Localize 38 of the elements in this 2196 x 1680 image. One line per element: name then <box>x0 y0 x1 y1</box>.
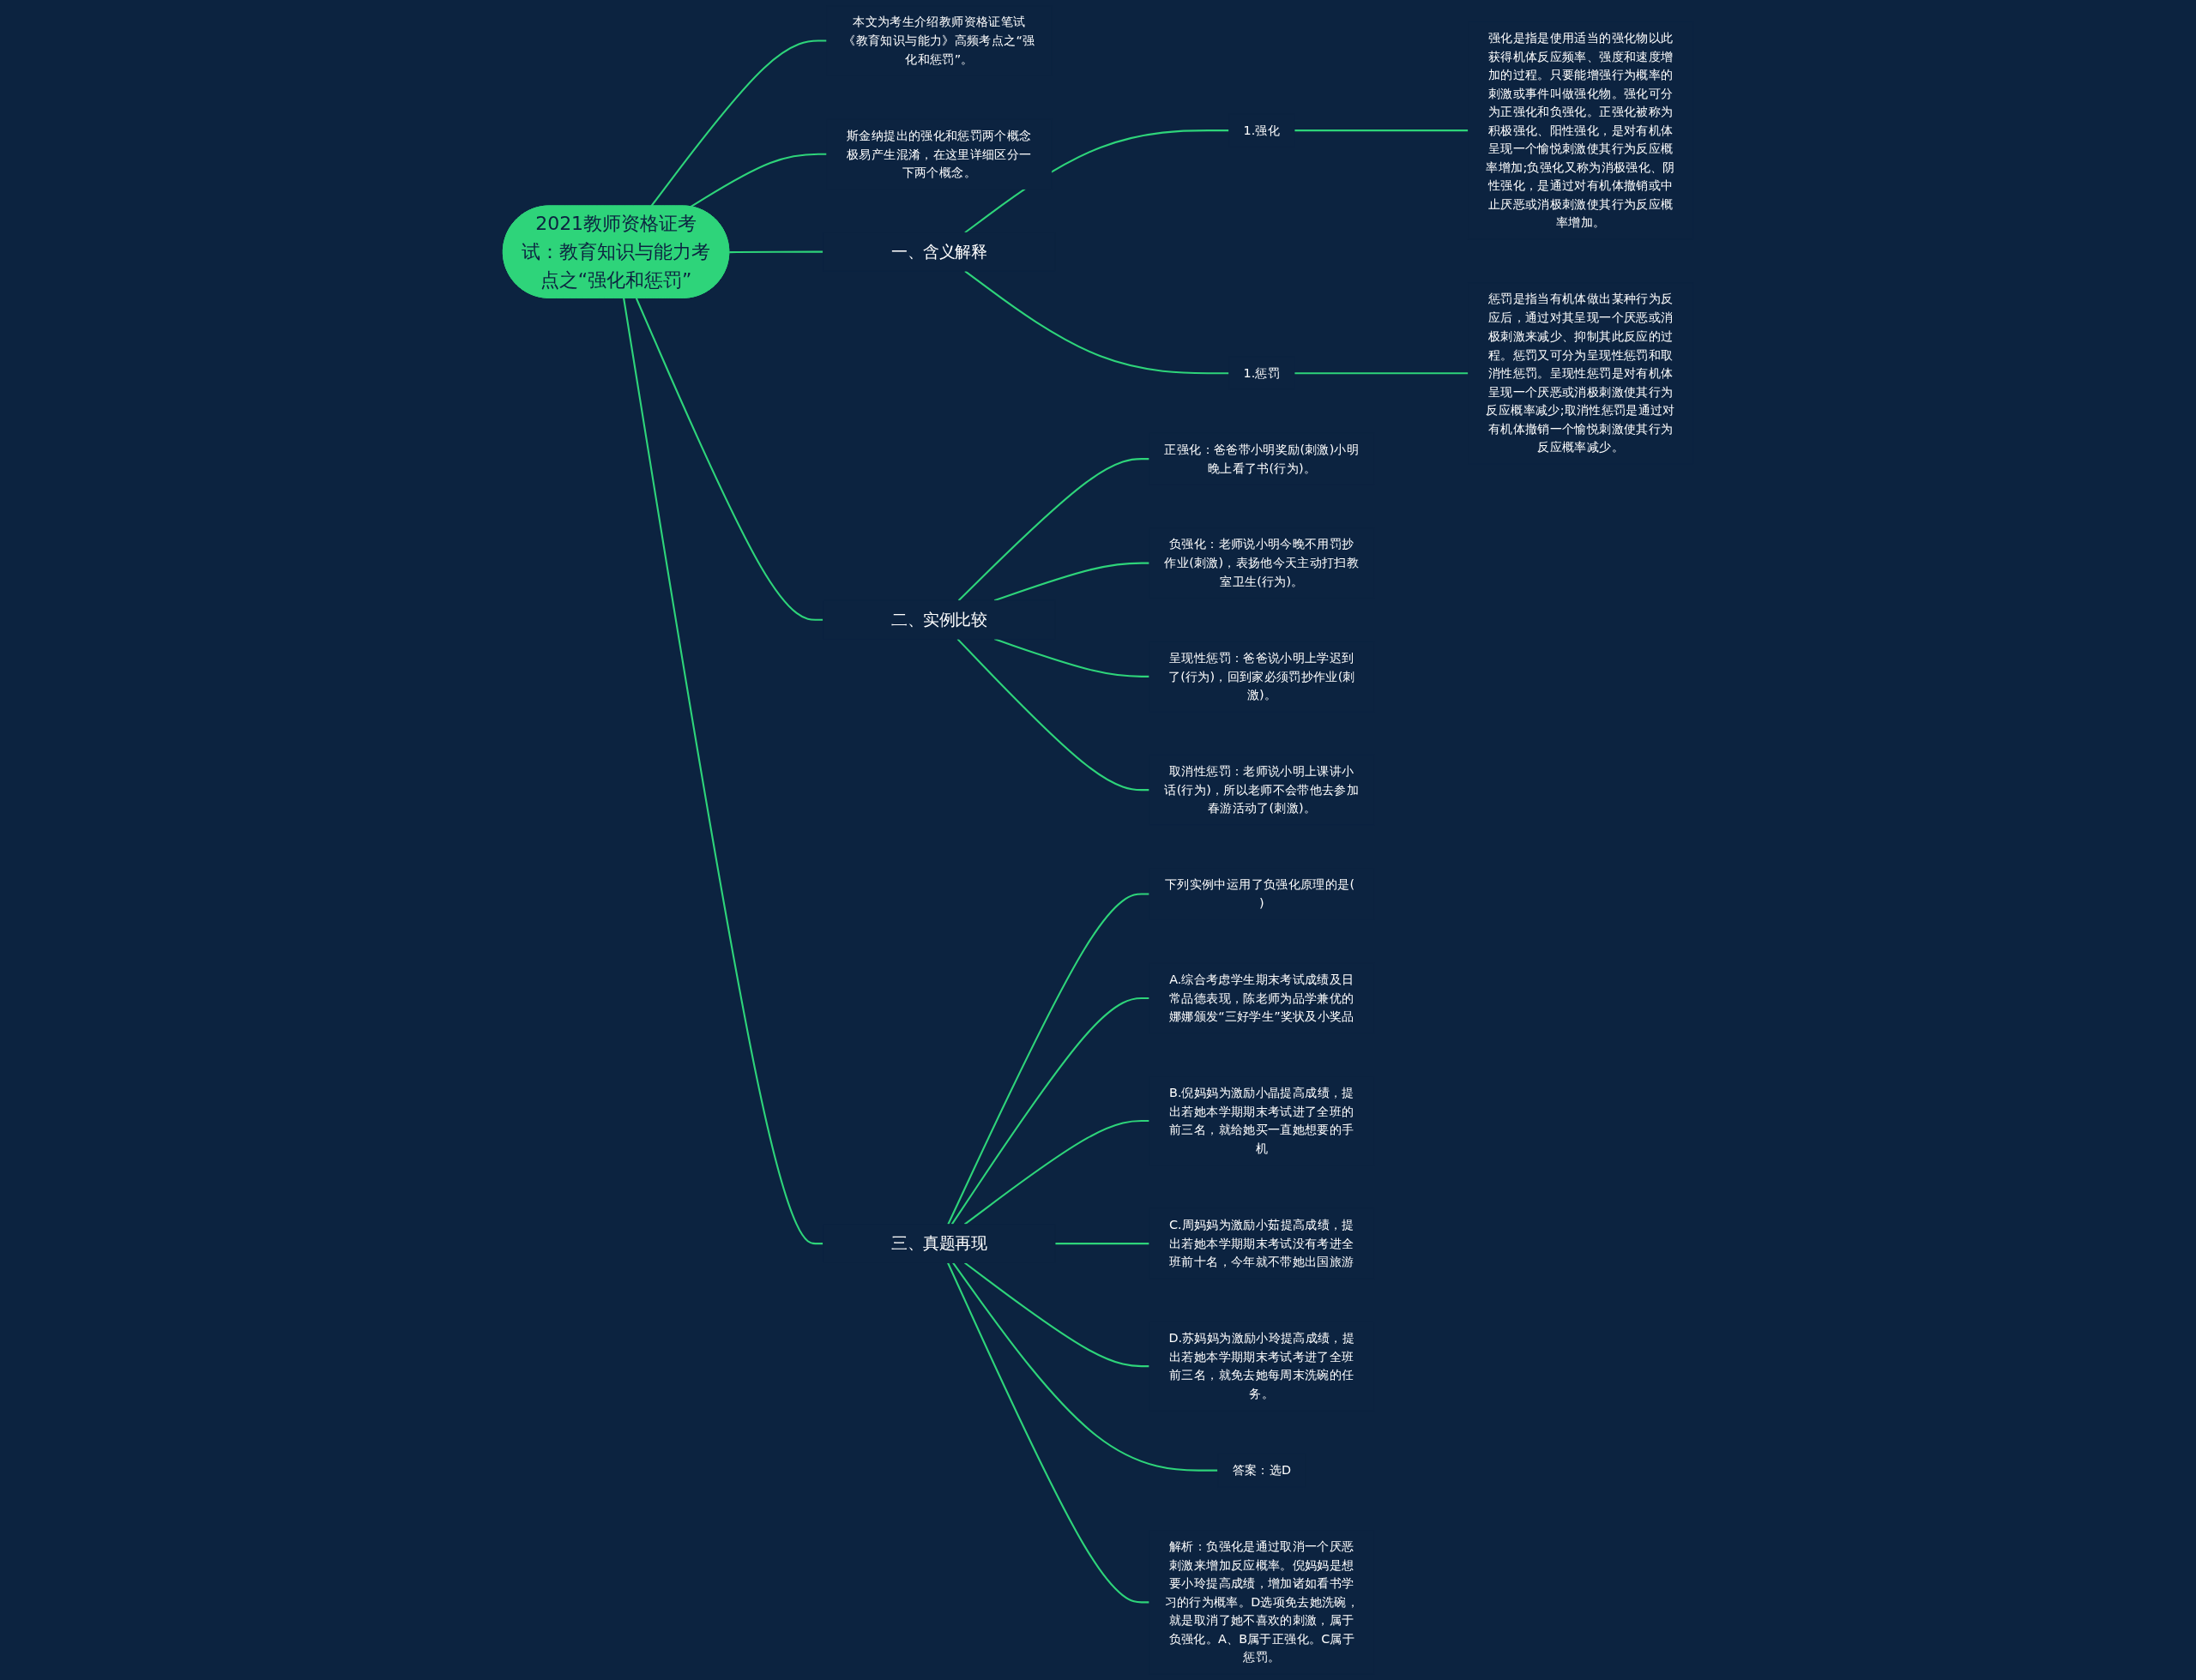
connector <box>964 270 1229 375</box>
node-text: D.苏妈妈为激励小玲提高成绩，提出若她本学期期末考试考进了全班前三名，就免去她每周末洗碗的任务。 <box>1168 1330 1355 1401</box>
connector <box>729 250 824 254</box>
connector <box>963 1120 1149 1225</box>
connector <box>963 1262 1149 1368</box>
node-text: 答案：选D <box>1232 1462 1292 1478</box>
node-text: 强化是指是使用适当的强化物以此获得机体反应频率、强度和速度增加的过程。只要能增强行为概率的刺激或事件叫做强化物。强化可分为正强化和负强化。正强化被称为积极强化、阳性强化，是对有机体呈现一个愉悦刺激使其行为反应概率增加;负强化又称为消极强化、阴性强化，是通过对有机体撤销或中止厌恶或消极刺激使其行为反应概率增加。 <box>1486 30 1675 230</box>
connector <box>623 298 824 1245</box>
connector <box>964 129 1229 234</box>
node-text: 取消性惩罚：老师说小明上课讲小话(行为)，所以老师不会带他去参加春游活动了(刺激)。 <box>1164 763 1360 816</box>
node-text: 正强化：爸爸带小明奖励(刺激)小明晚上看了书(行为)。 <box>1164 442 1360 475</box>
node-text: 1.强化 <box>1243 123 1281 137</box>
node-text: B.倪妈妈为激励小晶提高成绩，提出若她本学期期末考试进了全班的前三名，就给她买一直她想要的手机 <box>1169 1085 1354 1156</box>
node-text: 三、真题再现 <box>891 1234 987 1253</box>
node-text: 本文为考生介绍教师资格证笔试《教育知识与能力》高频考点之“强化和惩罚”。 <box>843 14 1035 66</box>
connector <box>650 39 827 208</box>
connector <box>993 562 1149 602</box>
connector <box>1294 372 1469 375</box>
node-text: 下列实例中运用了负强化原理的是( ) <box>1165 876 1355 911</box>
connector <box>950 997 1149 1225</box>
node-text: 1.惩罚 <box>1243 365 1281 381</box>
node-text: C.周妈妈为激励小茹提高成绩，提出若她本学期期末考试没有考进全班前十名，今年就不带她出国旅游 <box>1168 1217 1354 1269</box>
connector <box>956 638 1149 792</box>
node-text: A.综合考虑学生期末考试成绩及日常品德表现，陈老师为品学兼优的娜娜颁发“三好学生”奖状及小奖品 <box>1168 972 1354 1024</box>
node-text: 一、含义解释 <box>891 243 987 262</box>
connector <box>690 153 827 208</box>
connector <box>635 298 824 621</box>
node-text: 解析：负强化是通过取消一个厌恶刺激来增加反应概率。倪妈妈是想要小玲提高成绩，增加诸如看书学习的行为概率。D选项免去她洗碗，就是取消了她不喜欢的刺激，属于负强化。A、B属于正强化。C属于惩罚。 <box>1164 1538 1360 1665</box>
node-text: 二、实例比较 <box>891 611 987 629</box>
connector <box>1055 1243 1149 1245</box>
connector <box>952 1262 1218 1472</box>
node-text: 负强化：老师说小明今晚不用罚抄作业(刺激)，表扬他今天主动打扫教室卫生(行为)。 <box>1164 536 1360 588</box>
connector <box>947 893 1149 1225</box>
connector <box>1294 129 1469 132</box>
connector <box>957 458 1149 602</box>
node-text: 呈现性惩罚：爸爸说小明上学迟到了(行为)，回到家必须罚抄作业(刺激)。 <box>1167 650 1355 702</box>
connector <box>947 1262 1149 1604</box>
node-text: 惩罚是指当有机体做出某种行为反应后，通过对其呈现一个厌恶或消极刺激来减少、抑制其此反应的过程。惩罚又可分为呈现性惩罚和取消性惩罚。呈现性惩罚是对有机体呈现一个厌恶或消极刺激使其行为反应概率减少;取消性惩罚是通过对有机体撤销一个愉悦刺激使其行为反应概率减少。 <box>1486 291 1675 455</box>
